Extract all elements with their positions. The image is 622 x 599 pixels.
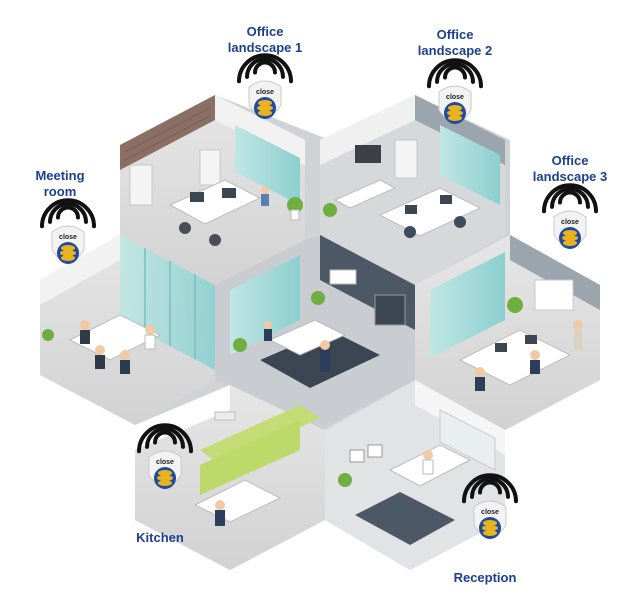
sensor-kitchen: close (137, 423, 193, 489)
label-meeting-room: Meeting room (20, 168, 100, 200)
room-reception (325, 380, 505, 570)
label-line: Office (551, 153, 589, 168)
sensor-office3: close (542, 183, 598, 249)
label-line: Kitchen (136, 530, 184, 545)
sensor-meeting: close (40, 198, 96, 264)
label-office-landscape-2: Office landscape 2 (405, 27, 505, 59)
room-office-landscape-2 (320, 95, 505, 285)
label-line: Office (436, 27, 474, 42)
wifi-icon (427, 58, 483, 89)
sensor-office1: close (237, 53, 293, 119)
room-office-landscape-3 (415, 235, 600, 430)
wifi-icon (40, 198, 96, 229)
room-meeting-room (40, 235, 215, 425)
label-line: landscape 3 (532, 169, 608, 184)
sensor-brand-text: close (481, 509, 499, 516)
sensor-brand-text: close (561, 219, 579, 226)
label-line: Office (246, 24, 284, 39)
wifi-icon (542, 183, 598, 214)
label-line: landscape 1 (227, 40, 303, 55)
wifi-icon (137, 423, 193, 454)
sensor-brand-text: close (59, 234, 77, 241)
label-line: room (43, 184, 77, 199)
label-reception: Reception (440, 570, 530, 586)
sensor-brand-text: close (446, 94, 464, 101)
sensors-layer: close close close close close close (40, 53, 598, 539)
label-line: landscape 2 (417, 43, 493, 58)
sensor-reception: close (462, 473, 518, 539)
sensor-brand-text: close (256, 89, 274, 96)
wifi-icon (462, 473, 518, 504)
sensor-brand-text: close (156, 459, 174, 466)
room-center-lounge (215, 235, 415, 430)
wifi-icon (237, 53, 293, 84)
label-office-landscape-3: Office landscape 3 (520, 153, 620, 185)
label-kitchen: Kitchen (120, 530, 200, 546)
label-office-landscape-1: Office landscape 1 (215, 24, 315, 56)
label-line: Meeting (35, 168, 85, 183)
room-office-landscape-1 (120, 95, 305, 290)
sensor-office2: close (427, 58, 483, 124)
label-line: Reception (453, 570, 517, 585)
